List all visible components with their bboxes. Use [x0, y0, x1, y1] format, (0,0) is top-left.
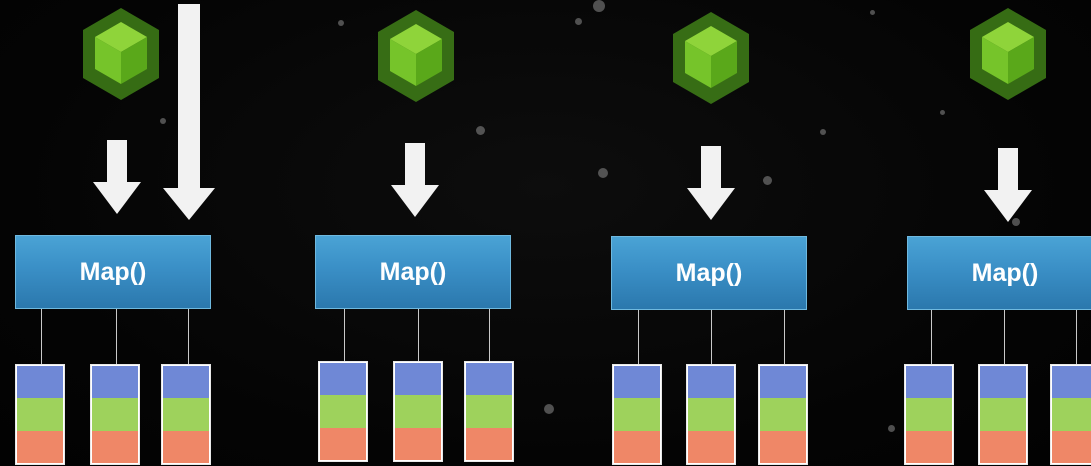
background-speck	[940, 110, 945, 115]
connector-line	[1004, 310, 1005, 364]
map-function-box: Map()	[15, 235, 211, 309]
partition-segment-green	[760, 398, 806, 431]
green-cube-icon	[669, 10, 753, 106]
partition-block	[318, 361, 368, 462]
connector-line	[784, 310, 785, 364]
partition-block	[393, 361, 443, 462]
partition-segment-blue	[760, 366, 806, 399]
long-down-arrow-icon	[163, 4, 215, 225]
partition-block	[904, 364, 954, 465]
connector-line	[1076, 310, 1077, 364]
connector-line	[931, 310, 932, 364]
partition-segment-orange	[92, 430, 138, 463]
partition-segment-blue	[320, 363, 366, 396]
background-speck	[598, 168, 608, 178]
background-speck	[476, 126, 485, 135]
partition-block	[15, 364, 65, 465]
partition-segment-orange	[980, 430, 1026, 463]
partition-segment-blue	[1052, 366, 1091, 399]
partition-segment-green	[163, 398, 209, 431]
partition-segment-blue	[466, 363, 512, 396]
partition-segment-orange	[163, 430, 209, 463]
map-function-box: Map()	[611, 236, 807, 310]
partition-segment-blue	[395, 363, 441, 396]
connector-line	[711, 310, 712, 364]
map-function-box: Map()	[907, 236, 1091, 310]
background-speck	[1012, 218, 1020, 226]
map-label: Map()	[79, 257, 147, 286]
connector-line	[116, 309, 117, 364]
partition-block	[612, 364, 662, 465]
partition-segment-green	[906, 398, 952, 431]
background-speck	[160, 118, 166, 124]
partition-segment-blue	[17, 366, 63, 399]
connector-line	[418, 309, 419, 361]
partition-segment-blue	[906, 366, 952, 399]
partition-block	[758, 364, 808, 465]
background-speck	[338, 20, 344, 26]
green-cube-icon	[79, 6, 163, 102]
background-speck	[888, 425, 895, 432]
map-label: Map()	[675, 258, 743, 287]
partition-block	[978, 364, 1028, 465]
partition-block	[464, 361, 514, 462]
background-speck	[593, 0, 605, 12]
partition-segment-green	[395, 395, 441, 428]
partition-segment-blue	[688, 366, 734, 399]
partition-segment-orange	[906, 430, 952, 463]
background-speck	[870, 10, 875, 15]
connector-line	[489, 309, 490, 361]
partition-segment-green	[980, 398, 1026, 431]
background-speck	[575, 18, 582, 25]
partition-block	[90, 364, 140, 465]
partition-segment-green	[688, 398, 734, 431]
partition-segment-orange	[17, 430, 63, 463]
background-speck	[544, 404, 554, 414]
partition-segment-green	[92, 398, 138, 431]
partition-segment-blue	[614, 366, 660, 399]
connector-line	[638, 310, 639, 364]
partition-segment-green	[1052, 398, 1091, 431]
partition-segment-orange	[688, 430, 734, 463]
connector-line	[188, 309, 189, 364]
partition-block	[161, 364, 211, 465]
partition-segment-orange	[1052, 430, 1091, 463]
partition-segment-green	[466, 395, 512, 428]
connector-line	[344, 309, 345, 361]
partition-segment-blue	[92, 366, 138, 399]
partition-segment-orange	[614, 430, 660, 463]
partition-segment-blue	[980, 366, 1026, 399]
partition-segment-orange	[760, 430, 806, 463]
down-arrow-icon	[687, 146, 735, 225]
background-speck	[820, 129, 826, 135]
partition-segment-orange	[466, 427, 512, 460]
partition-segment-blue	[163, 366, 209, 399]
map-function-box: Map()	[315, 235, 511, 309]
down-arrow-icon	[391, 143, 439, 222]
green-cube-icon	[966, 6, 1050, 102]
partition-segment-orange	[320, 427, 366, 460]
background-speck	[763, 176, 772, 185]
partition-block	[686, 364, 736, 465]
connector-line	[41, 309, 42, 364]
green-cube-icon	[374, 8, 458, 104]
partition-segment-orange	[395, 427, 441, 460]
partition-segment-green	[614, 398, 660, 431]
partition-block	[1050, 364, 1091, 465]
down-arrow-icon	[93, 140, 141, 219]
map-label: Map()	[379, 257, 447, 286]
map-label: Map()	[971, 258, 1039, 287]
partition-segment-green	[320, 395, 366, 428]
partition-segment-green	[17, 398, 63, 431]
down-arrow-icon	[984, 148, 1032, 227]
